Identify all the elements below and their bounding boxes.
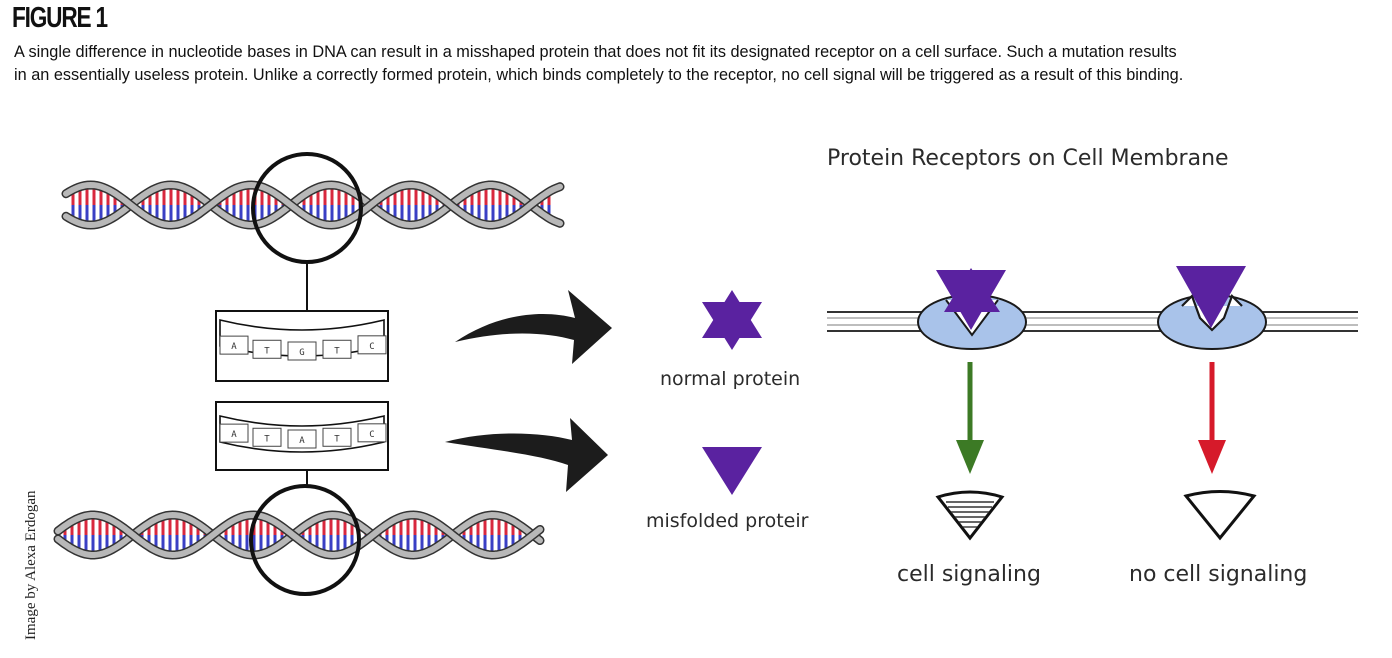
codon-cell bbox=[287, 341, 317, 361]
dna-bottom-strand bbox=[55, 511, 543, 559]
dna-top-strand bbox=[63, 181, 563, 229]
codon-letter: A bbox=[231, 430, 237, 440]
cell-membrane bbox=[827, 311, 1358, 332]
codon-letter: T bbox=[334, 346, 340, 356]
no-cell-signaling-label: no cell signaling bbox=[1129, 562, 1307, 587]
dna-top-strand bbox=[63, 181, 563, 229]
cell-signaling-label: cell signaling bbox=[897, 562, 1041, 587]
red-no-signal-arrow bbox=[1198, 362, 1226, 474]
codon-letter: A bbox=[299, 436, 305, 446]
misfolded-protein-triangle bbox=[702, 447, 762, 495]
codon-cell bbox=[252, 427, 282, 447]
codon-cell bbox=[219, 423, 249, 443]
caption-line-1: A single difference in nucleotide bases … bbox=[14, 43, 1177, 61]
codon-letter: G bbox=[299, 348, 304, 358]
codon-cell bbox=[287, 429, 317, 449]
dna-helix-top bbox=[61, 180, 565, 230]
normal-protein-label: normal protein bbox=[660, 368, 800, 390]
codon-letter: T bbox=[264, 346, 270, 356]
codon-letter: C bbox=[369, 342, 374, 352]
codon-letter: C bbox=[369, 430, 374, 440]
misfolded-protein-label: misfolded proteir bbox=[646, 510, 809, 532]
arrow-to-normal-protein bbox=[455, 290, 612, 364]
codon-letter: A bbox=[231, 342, 237, 352]
codon-letter: T bbox=[334, 434, 340, 444]
green-signal-arrow bbox=[956, 362, 984, 474]
no-signaling-cone bbox=[1183, 490, 1257, 541]
codon-cell bbox=[322, 339, 352, 359]
codon-cell bbox=[322, 427, 352, 447]
receptor-bound-normal bbox=[917, 268, 1027, 350]
figure-title: FIGURE 1 bbox=[12, 2, 108, 34]
caption-line-2: in an essentially useless protein. Unlik… bbox=[14, 66, 1184, 84]
normal-protein-star bbox=[702, 290, 762, 350]
arrow-to-misfolded-protein bbox=[445, 418, 608, 492]
dna-bottom-strand bbox=[55, 511, 543, 559]
codon-cell bbox=[357, 423, 387, 443]
codon-cell bbox=[357, 335, 387, 355]
codon-letter: T bbox=[264, 434, 270, 444]
codon-cell bbox=[219, 335, 249, 355]
magnifier-circle-bottom bbox=[249, 484, 361, 596]
cell-signaling-cone bbox=[935, 490, 1005, 541]
figure-caption: A single difference in nucleotide bases … bbox=[14, 41, 1386, 87]
dna-helix-bottom bbox=[53, 510, 545, 560]
codon-cell bbox=[252, 339, 282, 359]
diagram-heading: Protein Receptors on Cell Membrane bbox=[827, 146, 1229, 171]
receptor-misfit bbox=[1157, 266, 1267, 350]
